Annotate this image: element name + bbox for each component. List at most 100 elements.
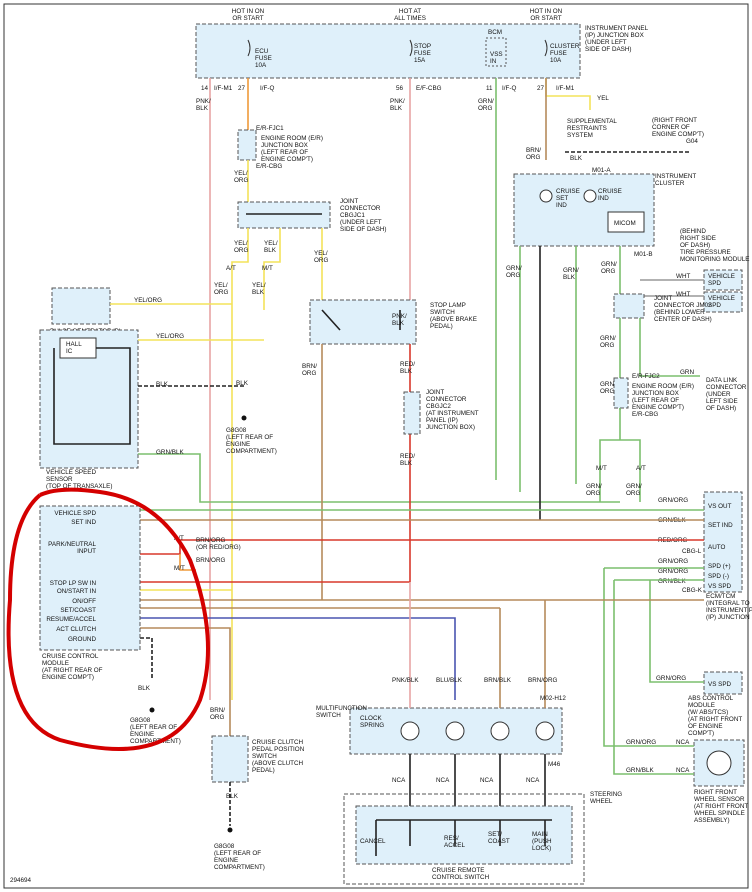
conn-ifm1b: I/F-M1 (556, 85, 575, 92)
vss-in-box (485, 37, 507, 67)
label-yel-org-1: YEL/ORG (234, 170, 248, 184)
mt2-label: M/T (596, 465, 607, 472)
cruise-remote-switch (355, 805, 573, 865)
label-red-blk: RED/BLK (400, 361, 415, 375)
label-grn-blk-ic: GRN/BLK (563, 267, 579, 281)
cruise-control-module (39, 505, 141, 651)
wire-yel-blk (263, 228, 281, 310)
label-blk-ccs: BLK (226, 793, 239, 800)
clock-spring-icon-4 (535, 721, 555, 741)
wheel-sensor-icon (706, 750, 732, 776)
label-yel-blk: YEL/BLK (264, 240, 278, 254)
cancel-label: CANCEL (360, 838, 386, 845)
wire-brn-org-mt (179, 554, 196, 571)
label-grn-blk-w: GRN/BLK (626, 767, 654, 774)
cbg-l-label: CBG-L (682, 548, 702, 555)
micom-label: MICOM (614, 220, 636, 227)
label-brn-org-mt: BRN/ORG (196, 557, 225, 564)
label-nca1: NCA (392, 777, 406, 784)
label-grn-org-6: GRN/ORG (586, 483, 602, 497)
label-brn-org-3: BRN/ORG (210, 707, 225, 721)
ecu-fuse-symbol (247, 39, 251, 57)
clock-spring-icon-2 (445, 721, 465, 741)
stop-lamp-switch (309, 299, 417, 345)
ecm-auto: AUTO (708, 544, 725, 551)
label-brn-org-ms: BRN/ORG (528, 677, 557, 684)
wire-grn-wheel (603, 568, 694, 775)
m01b-label: M01-B (634, 251, 653, 258)
label-grn-blk-vss: GRN/BLK (156, 449, 184, 456)
steering-wheel-outline (343, 793, 585, 885)
label-mt: M/T (262, 265, 273, 272)
label-pnk-blk-2: PNK/BLK (390, 98, 405, 112)
er-jb1-label: ENGINE ROOM (E/R)JUNCTION BOX(LEFT REAR … (261, 135, 323, 163)
ccm-pin-label: GROUND (68, 636, 96, 643)
label-grn-org-row: GRN/ORG (658, 497, 688, 504)
label-blk-vss2: BLK (236, 380, 249, 387)
label-blk-vss: BLK (156, 381, 169, 388)
res-accel-label: RES/ACCEL (444, 835, 465, 849)
conn-56: 56 (396, 85, 404, 92)
label-nca-w1: NCA (676, 739, 690, 746)
cluster-fuse-symbol (544, 39, 548, 57)
label-blk-ccm: BLK (138, 685, 151, 692)
g8g08-a-ground (241, 415, 247, 421)
label-grn-org-r55: GRN/ORG (658, 558, 688, 565)
label-grn-org-w: GRN/ORG (626, 739, 656, 746)
wire-nca (409, 754, 546, 810)
ecm-vs-out: VS OUT (708, 503, 732, 510)
wire-act-clutch-row (140, 627, 231, 740)
er-fjc1-label: E/R-FJC1 (256, 125, 284, 132)
g04-label: G04 (686, 138, 698, 145)
wire-grn-er2 (599, 408, 641, 502)
conn-27b: 27 (537, 85, 545, 92)
conn-efcbg: E/F-CBG (416, 85, 442, 92)
label-wht1: WHT (676, 273, 690, 280)
label-pnk-blk-1: PNK/BLK (196, 98, 211, 112)
label-yel-org-2: YEL/ORG (214, 282, 228, 296)
conn-14: 14 (201, 85, 209, 92)
label-nca4: NCA (526, 777, 540, 784)
pulse-generator-box (51, 287, 111, 325)
at2-label: A/T (636, 465, 646, 472)
m46-label: M46 (548, 761, 561, 768)
label-yel-org-b: YEL/ORG (314, 250, 328, 264)
ecm-box (703, 491, 743, 593)
label-mt3: M/T (174, 565, 185, 572)
joint-cbgjc2 (403, 391, 421, 435)
label-yel: YEL (597, 95, 609, 102)
g8g08-b-ground (149, 707, 155, 713)
m01a-label: M01-A (592, 167, 611, 174)
clutch-switch (211, 735, 249, 783)
instrument-cluster (513, 173, 655, 247)
label-pnk-blk-ms: PNK/BLK (392, 677, 419, 684)
label-grn-blk-r54: GRN/BLK (658, 578, 686, 585)
joint-cbgjc1 (237, 201, 331, 229)
stop-fuse-symbol (409, 39, 413, 57)
clock-spring-icon-1 (400, 721, 420, 741)
label-brn-org-top: BRN/ORG(OR RED/ORG) (196, 537, 241, 551)
ccm-pin-label: ON/OFF (72, 598, 96, 605)
clock-spring-icon-3 (490, 721, 510, 741)
